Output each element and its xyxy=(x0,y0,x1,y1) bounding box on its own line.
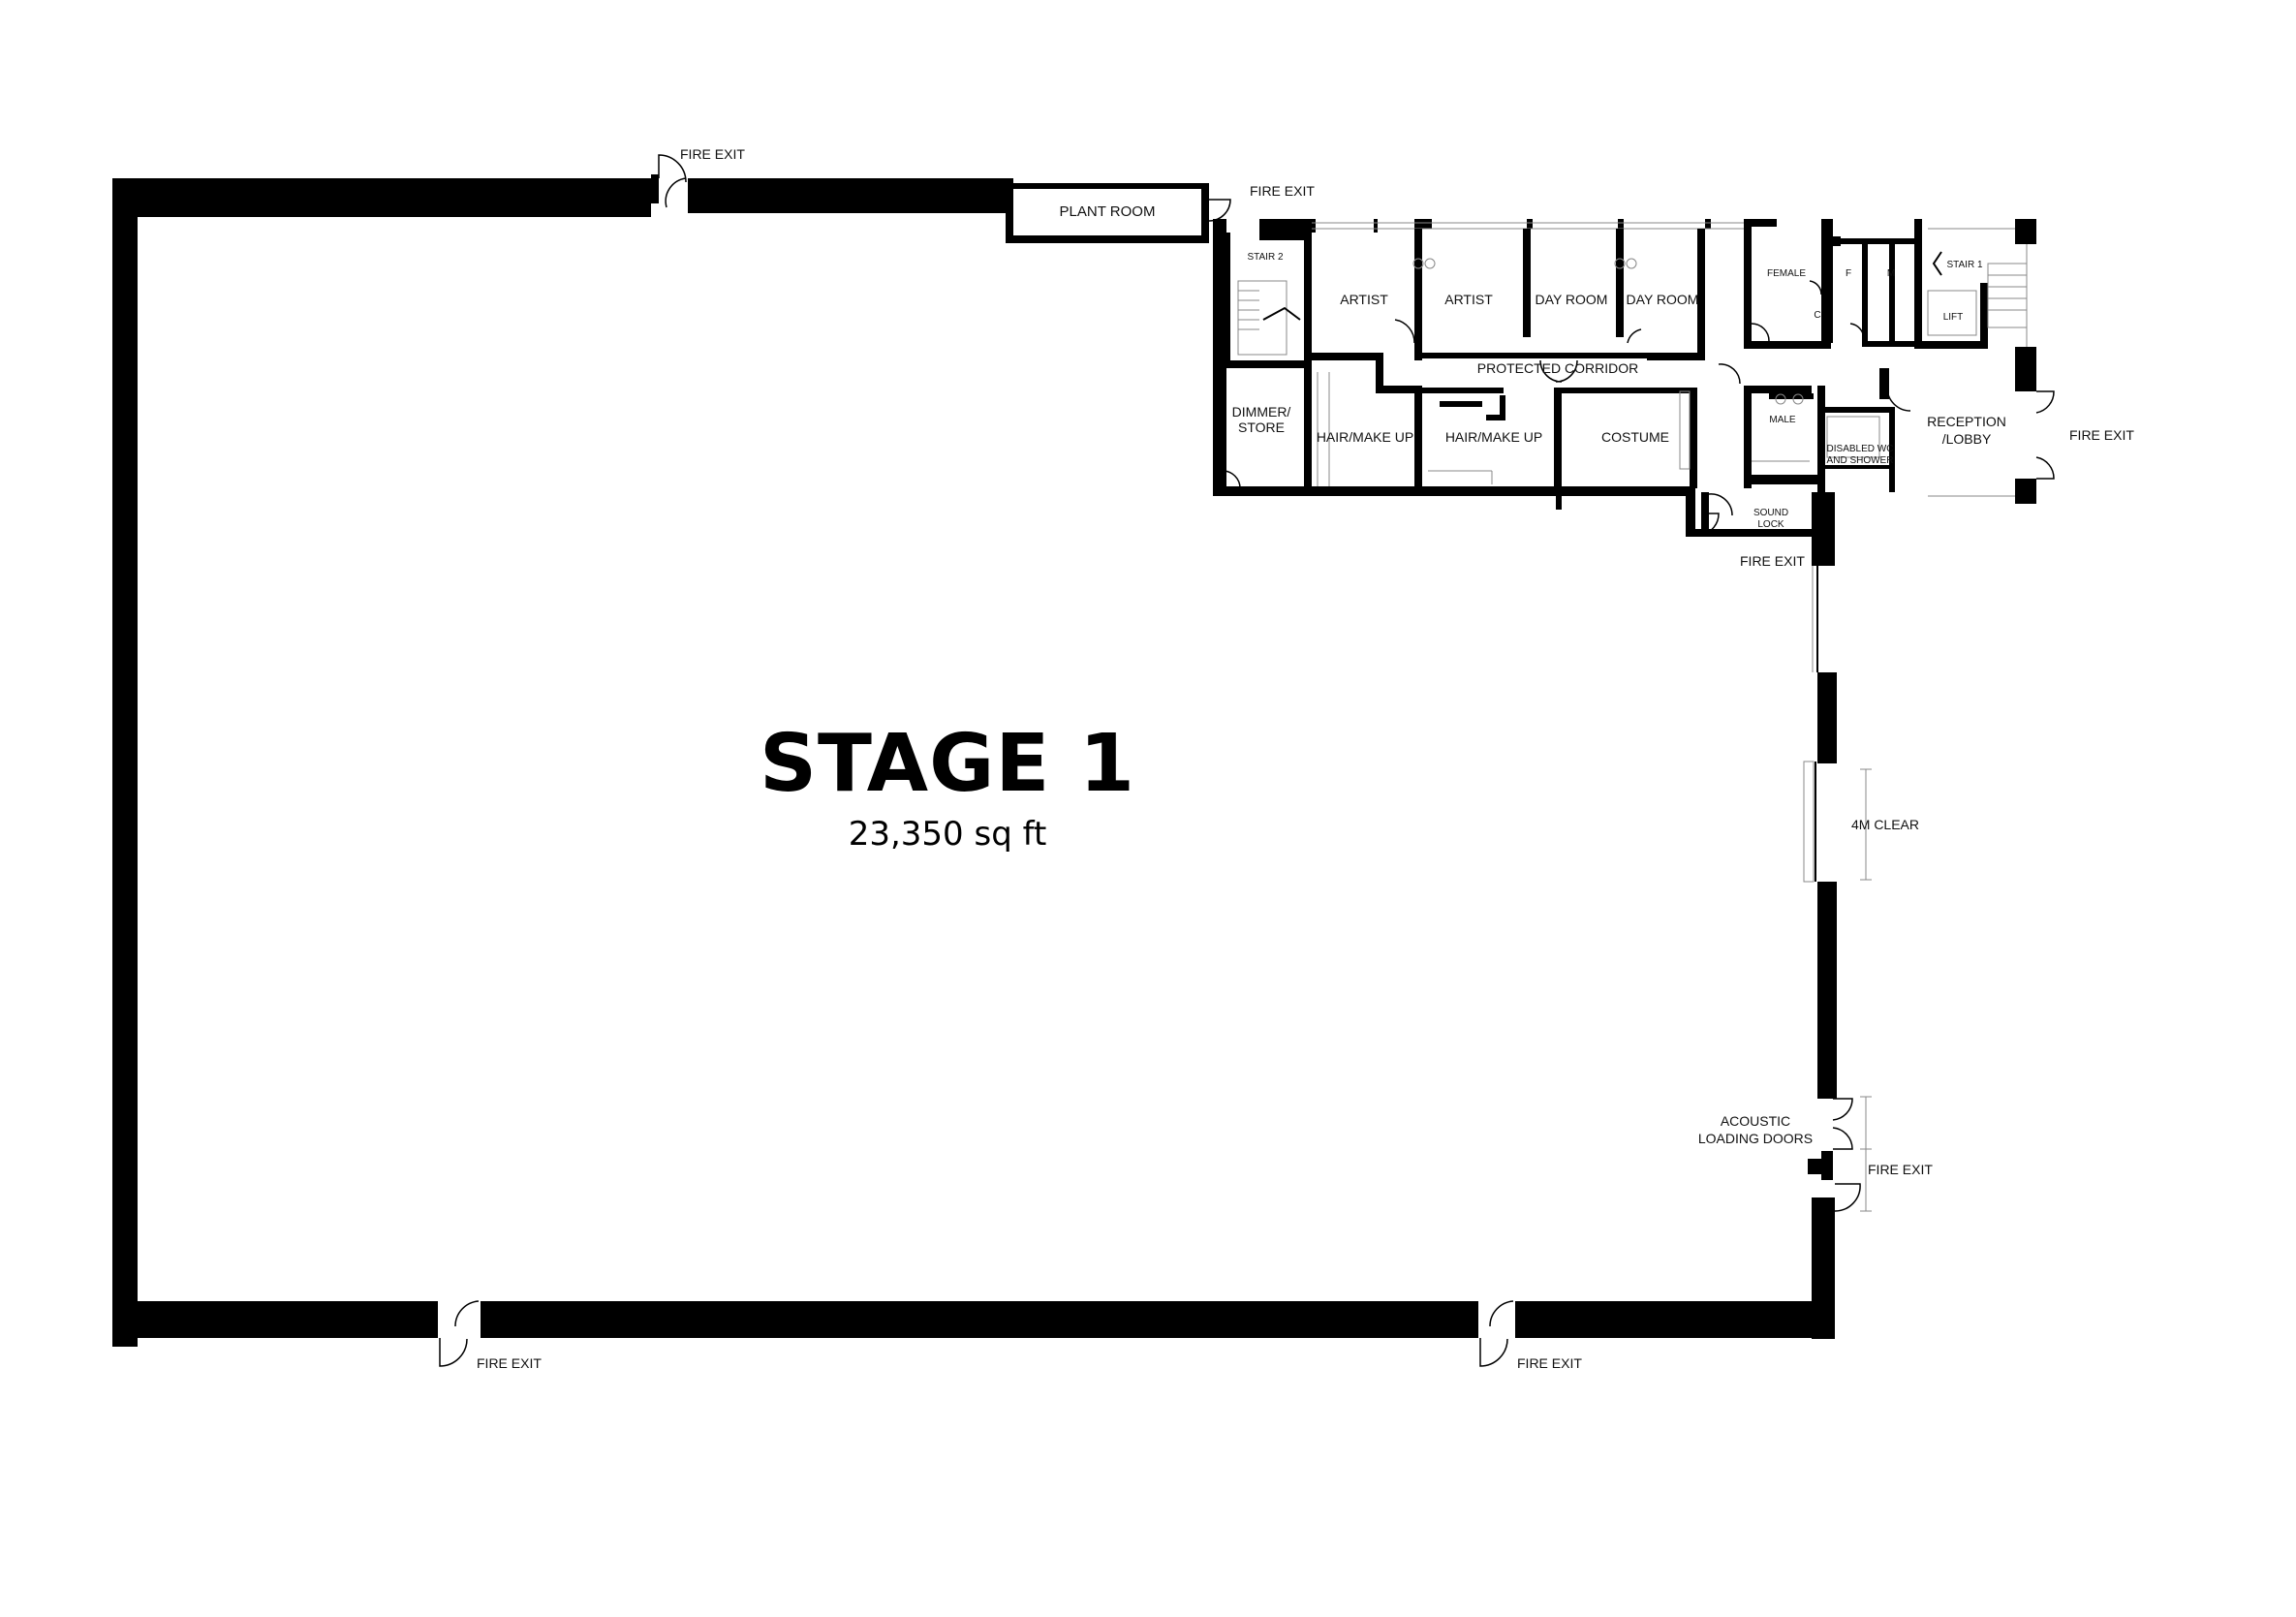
day-room-2-label: DAY ROOM xyxy=(1627,292,1699,307)
fire-exit-bottom-right-label: FIRE EXIT xyxy=(1517,1355,1582,1371)
sink-icon xyxy=(1412,258,1804,405)
hair-make-up-1-label: HAIR/MAKE UP xyxy=(1317,429,1413,445)
disabled-wc-label-2: AND SHOWER xyxy=(1827,455,1894,466)
reception-label-2: /LOBBY xyxy=(1942,431,1992,447)
stage-title: STAGE 1 xyxy=(760,718,1135,810)
dimmer-store-label-1: DIMMER/ xyxy=(1232,404,1291,420)
protected-corridor-label: PROTECTED CORRIDOR xyxy=(1477,360,1638,376)
fire-exit-sound-lock-label: FIRE EXIT xyxy=(1740,553,1805,569)
fire-exit-top-label: FIRE EXIT xyxy=(680,146,745,162)
backstage-doors xyxy=(1208,199,1911,536)
disabled-wc-label-1: DISABLED WC xyxy=(1827,444,1894,454)
male-label: MALE xyxy=(1769,415,1796,425)
clear-width-label: 4M CLEAR xyxy=(1851,817,1919,832)
day-room-1-label: DAY ROOM xyxy=(1536,292,1608,307)
sound-lock-label-2: LOCK xyxy=(1757,519,1784,530)
fire-exit-bottom-left-label: FIRE EXIT xyxy=(477,1355,542,1371)
artist-1-label: ARTIST xyxy=(1340,292,1388,307)
lift-label: LIFT xyxy=(1943,312,1964,323)
plant-room-label: PLANT ROOM xyxy=(1060,203,1156,220)
artist-2-label: ARTIST xyxy=(1444,292,1493,307)
service-core xyxy=(1701,219,2055,537)
backstage-walls xyxy=(1213,219,1835,566)
acoustic-label-1: ACOUSTIC xyxy=(1721,1113,1790,1129)
stage-area: 23,350 sq ft xyxy=(849,815,1047,854)
stage-doors xyxy=(439,154,1861,1367)
reception-label-1: RECEPTION xyxy=(1927,414,2006,429)
sound-lock-label-1: SOUND xyxy=(1753,508,1788,518)
m-label: M xyxy=(1887,268,1895,279)
stage-walls xyxy=(112,174,1837,1347)
fire-exit-east-label: FIRE EXIT xyxy=(1868,1162,1933,1177)
female-label: FEMALE xyxy=(1767,268,1806,279)
fire-exit-lobby-label: FIRE EXIT xyxy=(2069,427,2134,443)
stair-1-label: STAIR 1 xyxy=(1946,260,1982,270)
f-label: F xyxy=(1846,268,1851,279)
costume-label: COSTUME xyxy=(1601,429,1669,445)
c-label: C xyxy=(1814,310,1820,321)
acoustic-label-2: LOADING DOORS xyxy=(1698,1131,1813,1146)
fire-exit-plant-label: FIRE EXIT xyxy=(1250,183,1315,199)
stair-2-label: STAIR 2 xyxy=(1247,252,1283,263)
hair-make-up-2-label: HAIR/MAKE UP xyxy=(1445,429,1542,445)
dimmer-store-label-2: STORE xyxy=(1238,420,1285,435)
